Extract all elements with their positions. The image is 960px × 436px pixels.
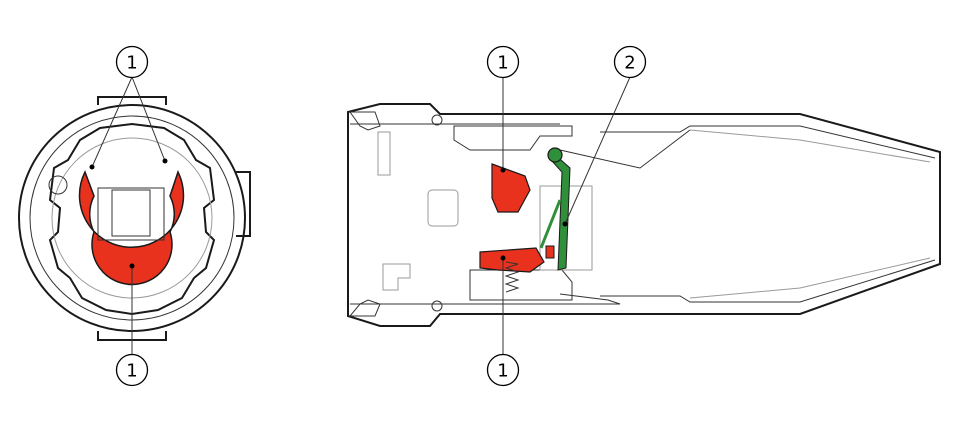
inner-contact-frame: [97, 187, 165, 241]
callout-label: 1: [497, 361, 508, 382]
leader-dot: [129, 263, 135, 269]
red-latch-upper: [491, 163, 531, 213]
bayonet-ring: [48, 122, 216, 316]
lower-block: [469, 269, 573, 301]
sleeve-inner-top: [689, 129, 931, 163]
upper-block: [453, 125, 573, 151]
locating-hole: [48, 175, 68, 195]
top-tab: [97, 96, 167, 105]
slot-upper: [377, 131, 391, 176]
coil-spring: [504, 261, 520, 293]
callout-label: 1: [126, 361, 137, 382]
callout-right-top: 1: [486, 45, 520, 79]
bottom-clip: [348, 299, 381, 317]
leader-dot: [89, 164, 95, 170]
top-clip: [349, 111, 381, 131]
red-latch-ring: [78, 170, 185, 286]
sleeve-top: [600, 125, 936, 159]
end-view: [18, 76, 251, 354]
rivet-bottom: [431, 300, 443, 312]
red-latch-lower: [479, 247, 545, 273]
leader-right-spring: [564, 76, 631, 225]
callout-left-bottom: 1: [115, 353, 149, 387]
wire-channel: [559, 129, 691, 169]
leader-dot: [562, 221, 568, 227]
inner-contact: [111, 189, 151, 237]
callout-label: 1: [497, 53, 508, 74]
leader-left-top-b: [131, 76, 166, 162]
lower-tab: [559, 293, 621, 305]
callout-label: 2: [624, 53, 635, 74]
callout-label: 1: [126, 53, 137, 74]
leader-dot: [500, 167, 506, 173]
spring-pivot: [547, 147, 563, 163]
rivet-top: [431, 114, 443, 126]
red-latch-tip: [545, 245, 555, 259]
sleeve-inner-bottom: [689, 257, 931, 299]
callout-right-spring: 2: [613, 45, 647, 79]
leader-dot: [500, 255, 506, 261]
leader-left-top-a: [91, 76, 133, 168]
callout-left-top: 1: [115, 45, 149, 79]
section-view: [347, 76, 941, 354]
side-tab: [236, 171, 251, 237]
callout-right-bottom: 1: [486, 353, 520, 387]
recess-upper: [427, 189, 459, 227]
spring-arm: [539, 199, 562, 249]
sleeve-bottom: [600, 259, 936, 303]
leader-dot: [162, 158, 168, 164]
housing-outline: [347, 103, 941, 327]
recess-lower: [382, 263, 411, 291]
